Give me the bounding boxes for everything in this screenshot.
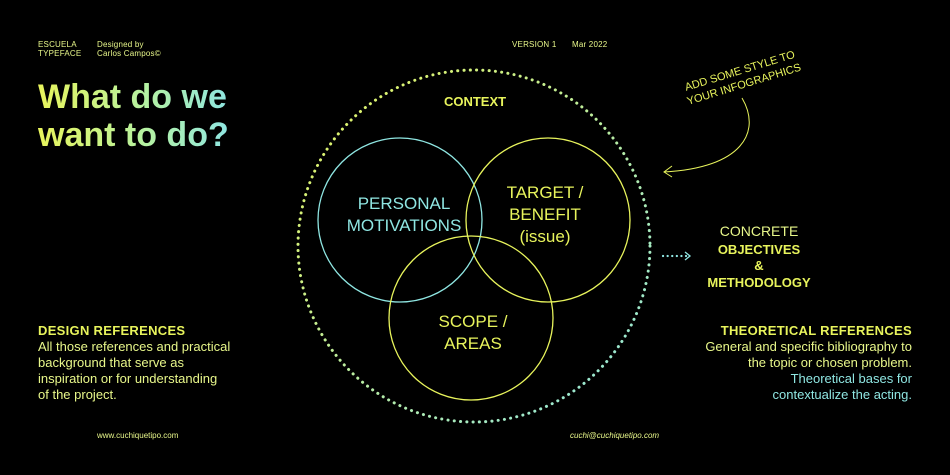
context-circle (296, 68, 652, 424)
callout-arrow-head-icon (663, 165, 673, 178)
scope-label-line-1: SCOPE / (439, 312, 508, 331)
date-label: Mar 2022 (572, 40, 608, 49)
website-link[interactable]: www.cuchiquetipo.com (97, 431, 179, 440)
designer-credit: Designed by Carlos Campos© (97, 40, 161, 58)
email-link[interactable]: cuchi@cuchiquetipo.com (570, 431, 660, 440)
personal-label-line-2: MOTIVATIONS (347, 216, 462, 235)
design-references-heading: DESIGN REFERENCES (38, 323, 186, 338)
brand-line-1: ESCUELA (38, 40, 77, 49)
theoretical-references-line-4: contextualize the acting. (772, 387, 912, 402)
context-label: CONTEXT (444, 94, 506, 109)
version-label: VERSION 1 (512, 40, 557, 49)
design-references-line-3: inspiration or for understanding (38, 371, 218, 386)
outcome-line-2: OBJECTIVES (718, 242, 801, 257)
outcome-arrow-head-icon (684, 251, 692, 261)
personal-motivations-circle (317, 137, 483, 303)
designer-line-2: Carlos Campos© (97, 49, 161, 58)
design-references-line-4: of the project. (38, 387, 117, 402)
target-label-line-1: TARGET / (507, 183, 584, 202)
theoretical-references-line-3: Theoretical bases for (790, 371, 912, 386)
callout-arrow-line (663, 97, 750, 173)
target-label-line-3: (issue) (519, 227, 570, 246)
theoretical-references-line-1: General and specific bibliography to (705, 339, 912, 354)
theoretical-references-heading: THEORETICAL REFERENCES (720, 323, 912, 338)
design-references: DESIGN REFERENCES All those references a… (38, 323, 230, 403)
theoretical-references-line-2: the topic or chosen problem. (747, 355, 912, 370)
outcome-line-3: & (754, 258, 763, 273)
design-references-line-1: All those references and practical (38, 339, 231, 354)
design-references-line-2: background that serve as (38, 355, 184, 370)
page-title: What do we want to do? (38, 78, 229, 154)
personal-label-line-1: PERSONAL (358, 194, 451, 213)
scope-label-line-2: AREAS (444, 334, 502, 353)
outcome-line-1: CONCRETE (720, 223, 799, 239)
brand-line-2: TYPEFACE (38, 49, 82, 58)
outcome-line-4: METHODOLOGY (707, 275, 811, 290)
designer-line-1: Designed by (97, 40, 144, 49)
scope-areas-circle (388, 235, 554, 401)
brand-name: ESCUELA TYPEFACE (38, 40, 81, 58)
target-benefit-circle (465, 137, 631, 303)
theoretical-references: THEORETICAL REFERENCES General and speci… (705, 323, 912, 403)
target-label-line-2: BENEFIT (509, 205, 581, 224)
